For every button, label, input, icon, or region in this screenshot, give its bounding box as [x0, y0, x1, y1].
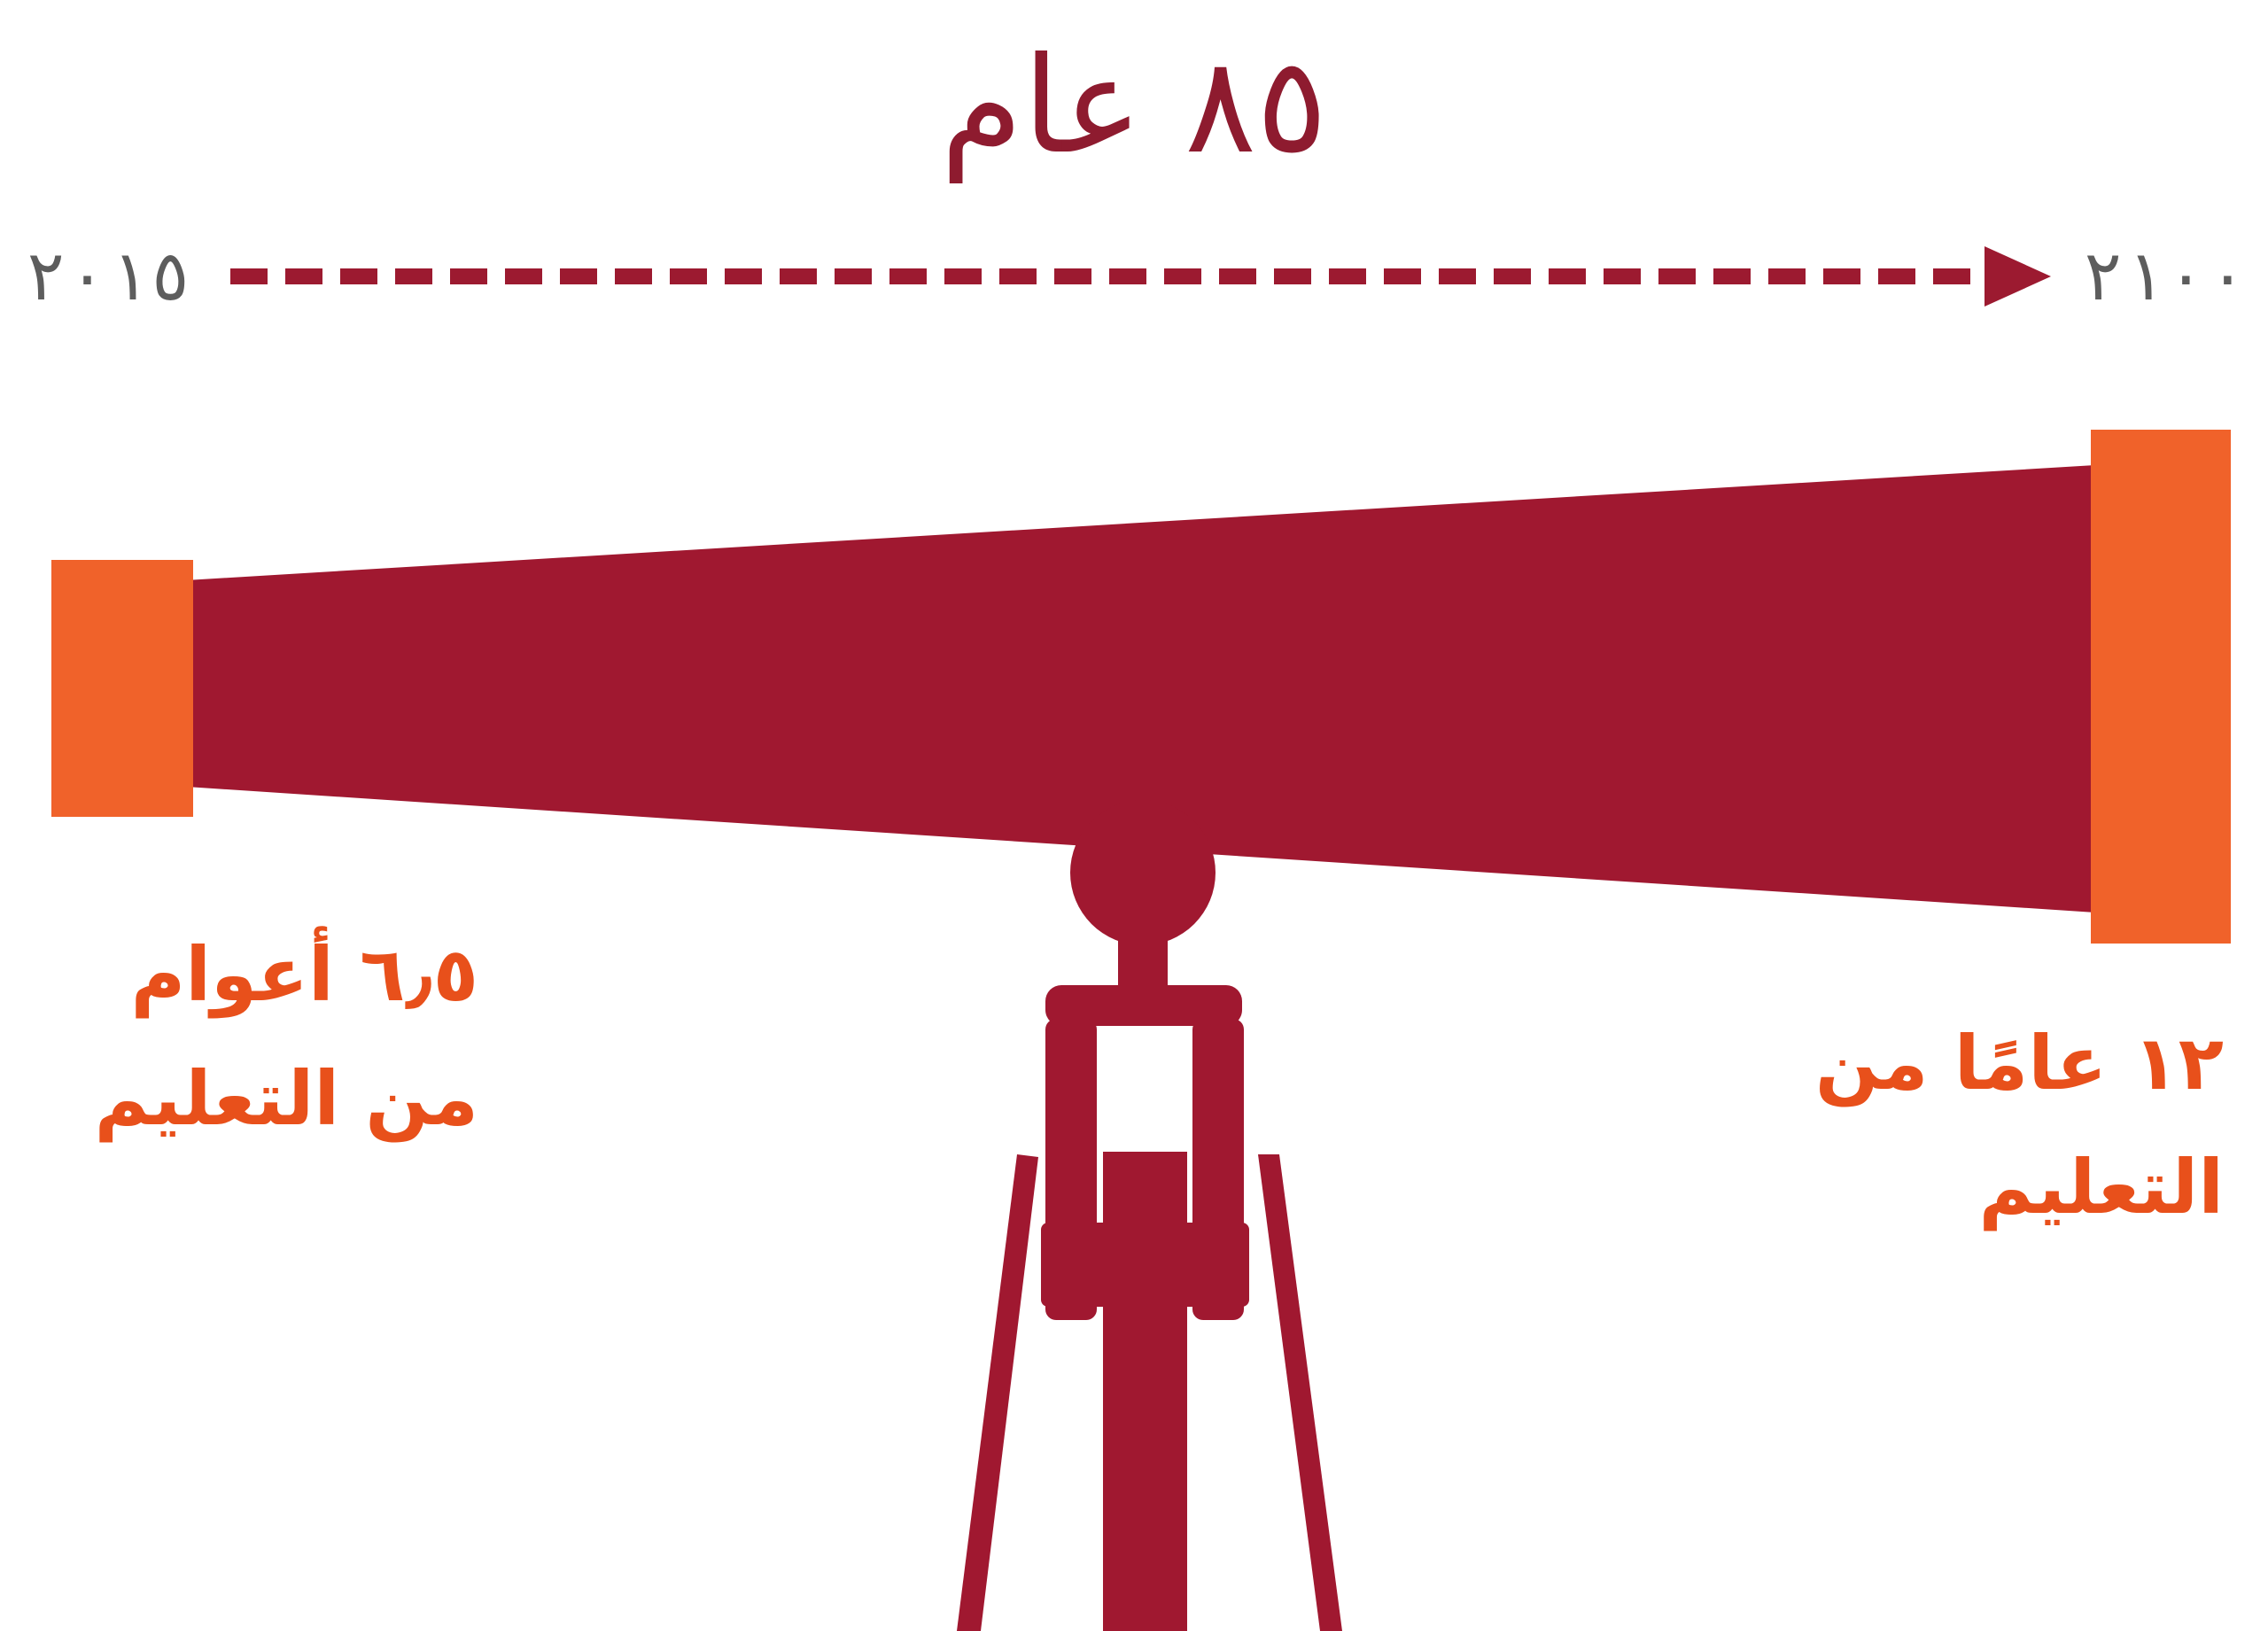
year-start-label: ٢٠١٥ [25, 232, 191, 321]
caption-large-end: ١٢ عامًا من التعليم [1807, 1001, 2224, 1249]
large-lens-cap [2091, 430, 2231, 944]
small-lens-cap [51, 560, 193, 817]
year-end-label: ٢١٠٠ [2082, 232, 2249, 321]
column-clamp [1041, 1223, 1249, 1307]
caption-small-end: ٦٫٥ أعوام من التعليم [35, 913, 478, 1161]
mount-knob [1070, 800, 1216, 945]
timeline-arrowhead [1984, 246, 2051, 307]
tripod-leg-left [957, 1154, 1038, 1631]
title-duration: ٨٥ عام [691, 18, 1577, 195]
tripod-leg-right [1258, 1154, 1342, 1631]
